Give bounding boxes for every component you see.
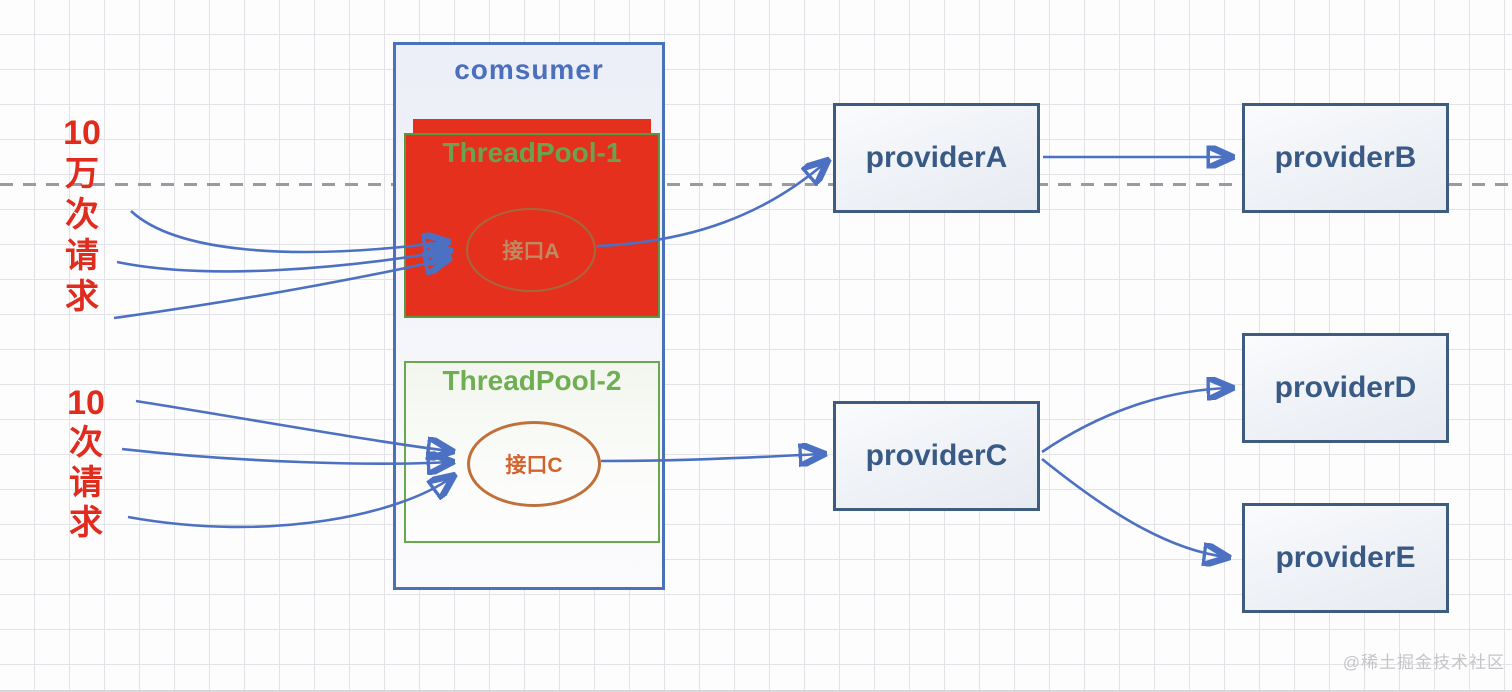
- threadpool2-title: ThreadPool-2: [442, 365, 622, 396]
- threadpool1-title: ThreadPool-1: [442, 137, 622, 168]
- label-100k-requests: 10 万 次 请 求: [50, 113, 114, 318]
- label-line: 次: [69, 424, 103, 462]
- interface-c-ellipse: 接口C: [467, 421, 601, 507]
- label-line: 请: [69, 464, 103, 502]
- arrow-provider-c-to-provider-d: [1041, 388, 1230, 454]
- label-line: 万: [65, 155, 99, 193]
- provider-a-label: providerA: [865, 141, 1008, 174]
- interface-a-label: 接口A: [502, 240, 560, 263]
- provider-c-box: providerC: [833, 401, 1040, 511]
- provider-e-box: providerE: [1242, 503, 1449, 613]
- label-line: 10: [63, 114, 101, 152]
- label-line: 求: [69, 504, 103, 542]
- provider-c-label: providerC: [865, 439, 1008, 472]
- consumer-box: comsumer ThreadPool-1 接口A ThreadPool-2 接…: [393, 42, 665, 590]
- provider-d-box: providerD: [1242, 333, 1449, 443]
- consumer-title: comsumer: [454, 54, 604, 85]
- label-line: 10: [67, 384, 105, 422]
- label-10-requests: 10 次 请 求: [54, 383, 118, 543]
- interface-c-label: 接口C: [505, 454, 563, 477]
- provider-e-label: providerE: [1275, 541, 1416, 574]
- watermark: @稀土掘金技术社区: [1342, 653, 1505, 672]
- threadpool1-top-strip: [413, 119, 651, 137]
- label-line: 次: [65, 196, 99, 234]
- interface-a-ellipse: 接口A: [466, 208, 596, 292]
- provider-d-label: providerD: [1274, 371, 1417, 404]
- label-line: 请: [65, 237, 99, 275]
- provider-b-label: providerB: [1274, 141, 1417, 174]
- provider-a-box: providerA: [833, 103, 1040, 213]
- provider-b-box: providerB: [1242, 103, 1449, 213]
- arrow-provider-c-to-provider-e: [1041, 457, 1226, 557]
- label-line: 求: [65, 278, 99, 316]
